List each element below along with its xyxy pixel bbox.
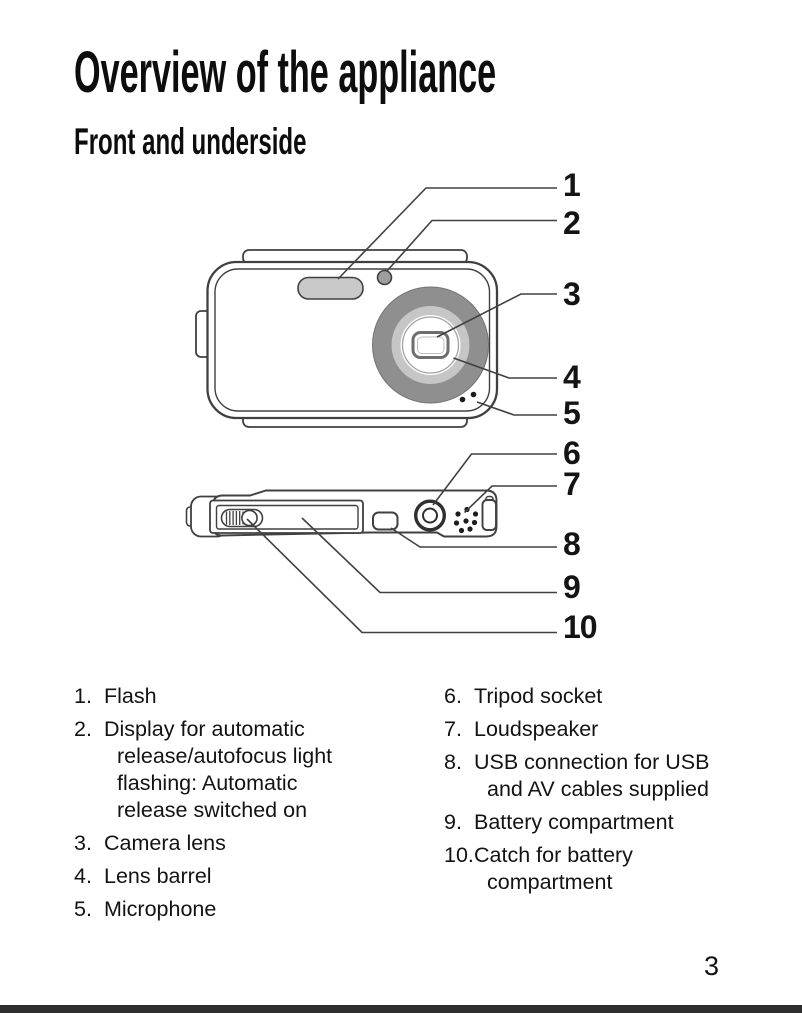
callout-label-10: 10 — [563, 609, 598, 645]
camera-diagram-drawing — [185, 187, 557, 634]
legend-list-right: 6. Tripod socket 7. Loudspeaker 8. USB c… — [444, 683, 784, 902]
item-text: Loudspeaker — [474, 717, 599, 741]
callout-line-3 — [436, 293, 557, 338]
item-text: Display for automatic release/autofocus … — [104, 717, 333, 822]
item-number: 5. — [74, 897, 92, 921]
item-number: 6. — [444, 684, 462, 708]
callout-line-6 — [432, 453, 557, 506]
camera-body-inner-line — [214, 268, 491, 412]
item-number: 1. — [74, 684, 92, 708]
page-number: 3 — [704, 951, 720, 981]
callout-line-5 — [476, 401, 557, 416]
callout-line-2 — [386, 219, 557, 272]
callout-label-8: 8 — [563, 526, 581, 562]
callout-lines — [246, 187, 557, 634]
legend-item-flash: 1. Flash — [74, 683, 424, 710]
item-text: Battery compartment — [474, 810, 674, 834]
legend-item-tripod-socket: 6. Tripod socket — [444, 683, 784, 710]
legend-item-microphone: 5. Microphone — [74, 896, 424, 923]
callout-line-7 — [463, 485, 557, 514]
callout-line-9 — [301, 517, 557, 594]
section-subtitle: Front and underside — [74, 123, 432, 160]
legend-list-left: 1. Flash 2. Display for automatic releas… — [74, 683, 424, 929]
callout-label-5: 5 — [563, 395, 581, 431]
microphone-dots — [459, 391, 477, 403]
camera-front-view — [195, 249, 499, 428]
callout-label-7: 7 — [563, 466, 581, 502]
right-tab — [481, 499, 497, 531]
camera-diagram: 1 2 3 4 5 6 7 8 9 10 — [185, 167, 598, 645]
legend-item-loudspeaker: 7. Loudspeaker — [444, 716, 784, 743]
callout-label-2: 2 — [563, 205, 581, 241]
callout-label-9: 9 — [563, 569, 581, 605]
usb-port-shape — [372, 511, 399, 531]
page-title: Overview of the appliance — [74, 44, 790, 102]
item-number: 10. — [444, 843, 474, 867]
lens-aperture — [411, 331, 450, 359]
legend-item-battery-compartment: 9. Battery compartment — [444, 809, 784, 836]
item-number: 8. — [444, 750, 462, 774]
legend-item-af-display: 2. Display for automatic release/autofoc… — [74, 716, 424, 824]
callout-label-1: 1 — [563, 167, 581, 203]
callout-label-6: 6 — [563, 435, 581, 471]
legend-item-battery-catch: 10. Catch for battery compartment — [444, 842, 784, 896]
item-text: Microphone — [104, 897, 217, 921]
item-text: Camera lens — [104, 831, 226, 855]
item-text: Tripod socket — [474, 684, 603, 708]
item-number: 7. — [444, 717, 462, 741]
footer-bar — [0, 1005, 802, 1013]
item-number: 3. — [74, 831, 92, 855]
callout-label-3: 3 — [563, 276, 581, 312]
callout-line-1 — [337, 187, 557, 280]
item-text: Catch for battery compartment — [474, 843, 633, 894]
legend-item-lens-barrel: 4. Lens barrel — [74, 863, 424, 890]
callout-line-8 — [390, 527, 557, 548]
callout-label-4: 4 — [563, 359, 581, 395]
item-text: Lens barrel — [104, 864, 212, 888]
item-text: Flash — [104, 684, 157, 708]
callout-line-10 — [246, 518, 557, 634]
tripod-socket-shape — [414, 499, 447, 532]
battery-catch-shape — [220, 508, 264, 528]
item-text: USB connection for USB and AV cables sup… — [474, 750, 710, 801]
legend-item-camera-lens: 3. Camera lens — [74, 830, 424, 857]
lens-shape — [372, 286, 489, 404]
item-number: 2. — [74, 717, 92, 741]
camera-underside-view — [185, 489, 498, 538]
section-subtitle-text: Front and underside — [74, 121, 307, 162]
item-number: 4. — [74, 864, 92, 888]
af-light-shape — [376, 269, 393, 286]
legend-item-usb-connection: 8. USB connection for USB and AV cables … — [444, 749, 784, 803]
item-number: 9. — [444, 810, 462, 834]
callout-line-4 — [453, 357, 557, 379]
flash-shape — [297, 276, 364, 300]
page-title-text: Overview of the appliance — [74, 40, 497, 105]
